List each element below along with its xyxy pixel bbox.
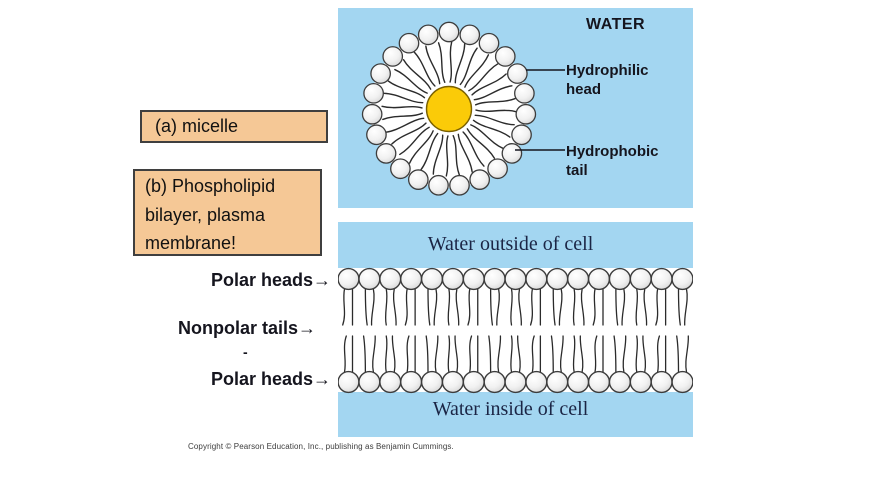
right-arrow-icon: → <box>313 270 331 290</box>
nonpolar-tails-label: Nonpolar tails→ <box>178 318 316 339</box>
water-outside-label: Water outside of cell <box>427 233 594 255</box>
dash-mark: - <box>243 344 248 360</box>
polar-heads-bottom-label: Polar heads→ <box>211 369 331 390</box>
nonpolar-tails-text: Nonpolar tails <box>177 318 298 338</box>
micelle-panel: WATER Hydrophilic head Hydrophobic tail <box>338 8 693 208</box>
hydrophobic-tail-label-line2: tail <box>566 162 588 179</box>
bilayer-caption-line1: (b) Phospholipid <box>145 176 276 196</box>
copyright-text: Copyright © Pearson Education, Inc., pub… <box>188 442 454 451</box>
right-arrow-icon: → <box>298 318 316 338</box>
bilayer-caption-box: (b) Phospholipid bilayer, plasma membran… <box>133 169 322 256</box>
micelle-caption-text: (a) micelle <box>155 116 239 136</box>
bilayer-caption-line2: bilayer, plasma <box>145 204 266 225</box>
water-label: WATER <box>586 16 646 33</box>
hydrophobic-tail-label-line1: Hydrophobic <box>566 143 659 160</box>
polar-heads-top-label: Polar heads→ <box>211 270 331 291</box>
water-inside-label: Water inside of cell <box>432 398 589 420</box>
polar-heads-top-text: Polar heads <box>210 270 313 290</box>
bilayer-diagram <box>338 267 693 394</box>
right-arrow-icon: → <box>313 369 331 389</box>
hydrophilic-head-label: Hydrophilic head <box>566 61 649 99</box>
hydrophilic-head-label-line1: Hydrophilic <box>566 62 649 79</box>
micelle-diagram <box>361 21 565 196</box>
hydrophobic-tail-label: Hydrophobic tail <box>566 142 659 180</box>
hydrophilic-head-label-line2: head <box>566 81 602 98</box>
polar-heads-bottom-text: Polar heads <box>210 369 313 389</box>
bilayer-panel: Water outside of cell Water inside of ce… <box>338 222 693 437</box>
micelle-caption-box: (a) micelle <box>140 110 328 143</box>
bilayer-caption-line3: membrane! <box>145 233 237 253</box>
